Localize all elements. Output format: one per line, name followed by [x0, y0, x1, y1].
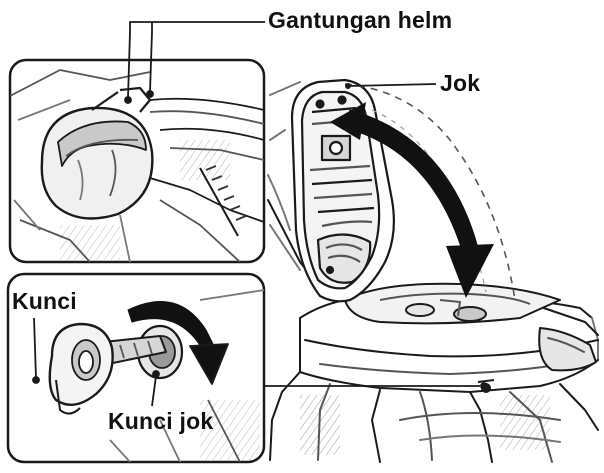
key-label: Kunci — [12, 290, 77, 313]
seat-lock-label: Kunci jok — [108, 410, 213, 433]
seat-raised — [292, 80, 394, 301]
helmet-hanger-label: Gantungan helm — [268, 9, 452, 32]
seat-label: Jok — [440, 72, 480, 95]
helmet-holder-inset — [10, 60, 264, 262]
seat-leader — [348, 84, 436, 86]
storage-compartment — [345, 284, 560, 324]
